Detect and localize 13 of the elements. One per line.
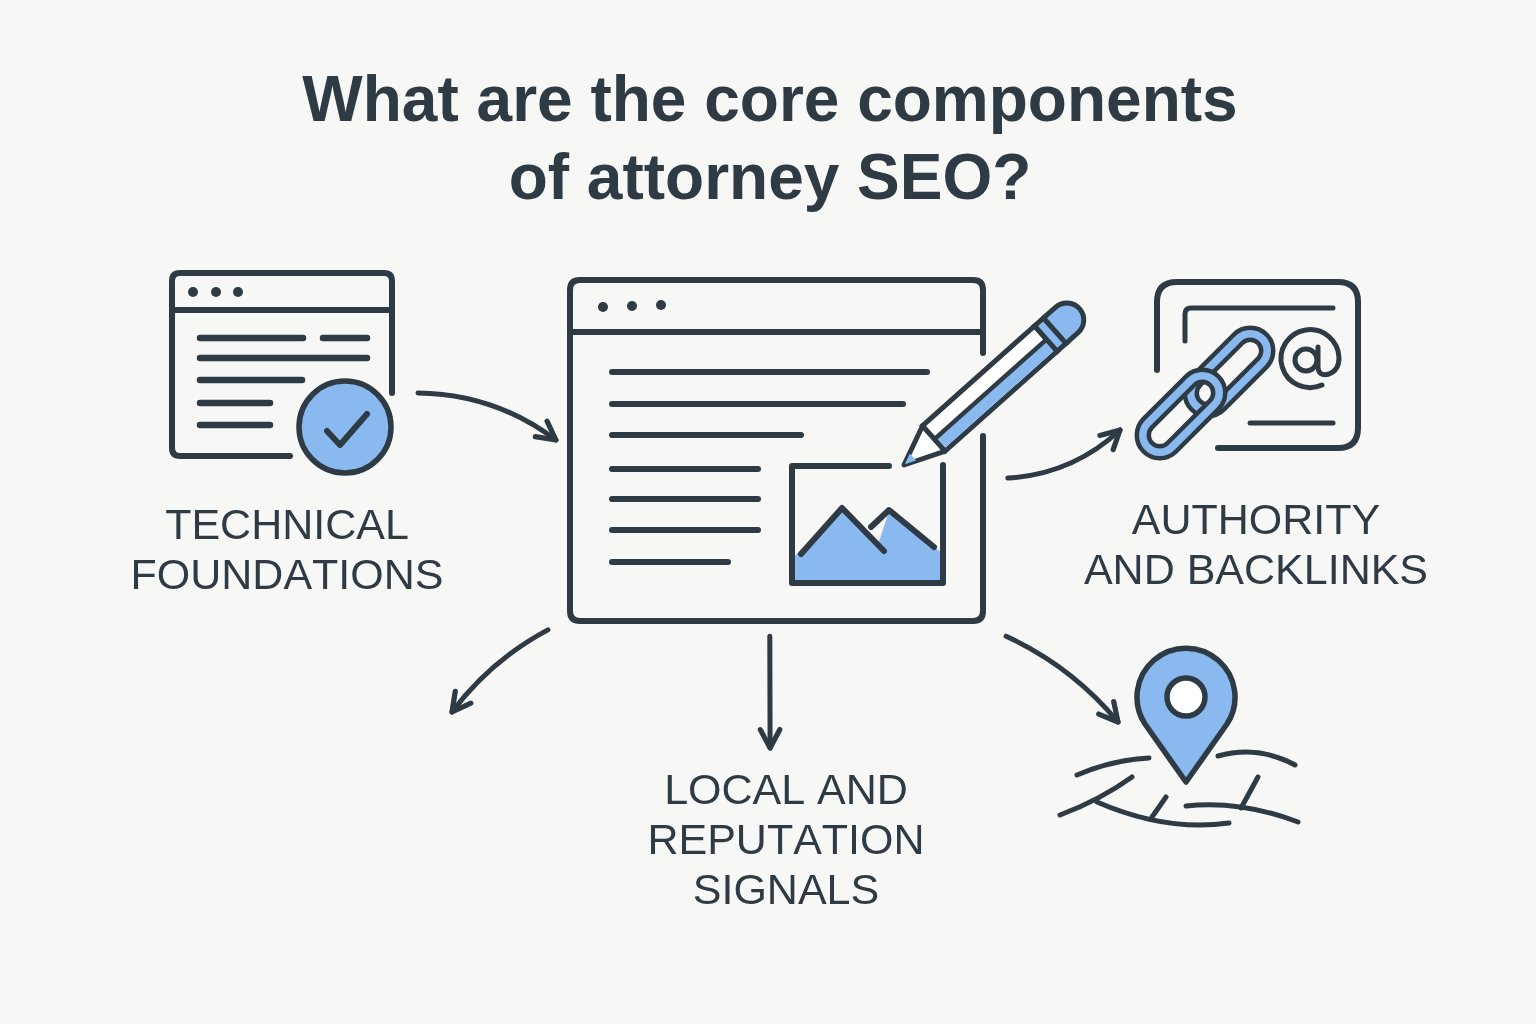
browser-check-icon [166, 267, 398, 479]
web-page-drawing [566, 276, 988, 625]
arrow [757, 633, 783, 751]
node-caption: AUTHORITY AND BACKLINKS [1082, 494, 1430, 594]
node-label: LOCAL AND REPUTATION SIGNALS [636, 764, 936, 914]
title: What are the core components of attorney SEO? [301, 62, 1239, 215]
node-caption: TECHNICAL FOUNDATIONS [129, 499, 445, 599]
map-pin-icon [1134, 645, 1238, 786]
link-email-icon [1132, 278, 1362, 462]
arrow [449, 627, 551, 715]
arrow [1005, 427, 1123, 481]
arrow [1003, 633, 1121, 725]
arrow [415, 390, 559, 443]
